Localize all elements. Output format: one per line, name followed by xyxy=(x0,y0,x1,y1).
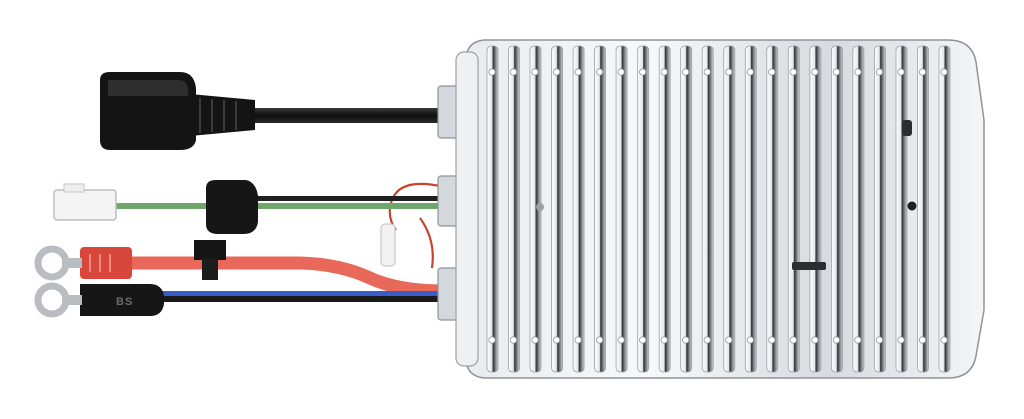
heatsink-fin xyxy=(831,45,843,373)
mounting-hole-top xyxy=(902,120,912,136)
fin-rivet-top xyxy=(531,68,539,76)
fin-rivet-top xyxy=(682,68,690,76)
fin-rivet-bottom xyxy=(703,336,711,344)
black-ring-terminal xyxy=(34,282,70,318)
red-connector-housing xyxy=(80,247,132,279)
fin-rivet-top xyxy=(509,68,518,76)
fin-rivet-bottom xyxy=(488,336,496,344)
label-slot xyxy=(792,262,826,270)
fin-rivet-bottom xyxy=(768,336,776,344)
fin-rivet-top xyxy=(574,68,582,76)
fin-rivet-bottom xyxy=(574,336,582,344)
fin-rivet-bottom xyxy=(639,336,647,344)
vent-hole xyxy=(536,203,544,211)
fin-rivet-top xyxy=(897,68,905,76)
fin-rivet-top xyxy=(918,68,927,76)
fin-rivet-bottom xyxy=(918,336,927,344)
heatsink-fin xyxy=(637,45,650,373)
ac-power-cable xyxy=(100,72,445,150)
charger-housing xyxy=(455,39,985,379)
fin-rivet-bottom xyxy=(746,336,754,344)
heatsink-fin xyxy=(572,45,585,373)
heatsink-fin xyxy=(551,45,563,373)
red-cable-clip xyxy=(194,240,226,260)
fin-rivet-bottom xyxy=(617,336,625,344)
white-connector-notch xyxy=(63,183,85,193)
fin-rivet-top xyxy=(832,68,841,76)
black-wire xyxy=(240,196,445,201)
fin-rivet-bottom xyxy=(789,336,797,344)
power-plug-highlight xyxy=(108,80,188,96)
fin-rivet-bottom xyxy=(595,336,604,344)
strain-relief-ridges xyxy=(199,98,237,133)
inline-clip xyxy=(206,180,258,234)
heatsink-fin xyxy=(852,45,865,373)
heatsink-fin xyxy=(508,45,520,373)
red-terminal-crimp xyxy=(62,258,82,268)
fin-rivet-bottom xyxy=(832,336,841,344)
fin-rivet-top xyxy=(875,68,884,76)
sense-cable xyxy=(53,180,445,234)
fin-rivet-top xyxy=(660,68,668,76)
fin-rivet-bottom xyxy=(509,336,518,344)
heatsink-fin xyxy=(486,45,499,373)
heatsink-fin xyxy=(766,45,779,373)
power-cable-strain-relief xyxy=(190,94,255,136)
heatsink-fin xyxy=(701,45,714,373)
heatsink-fin xyxy=(680,45,693,373)
fin-rivet-bottom xyxy=(660,336,668,344)
black-wire-lower xyxy=(160,296,445,302)
fin-rivet-bottom xyxy=(552,336,561,344)
housing-left-flange xyxy=(455,51,479,367)
fin-rivet-top xyxy=(940,68,948,76)
fin-rivet-top xyxy=(617,68,625,76)
fin-rivet-top xyxy=(811,68,819,76)
heatsink-fin xyxy=(744,45,757,373)
heatsink-fin xyxy=(723,45,736,373)
heatsink-fin xyxy=(917,45,929,373)
black-terminal-crimp xyxy=(62,295,82,305)
fin-rivet-bottom xyxy=(875,336,884,344)
connector-plate-label: BS xyxy=(116,296,133,308)
fin-rivet-bottom xyxy=(940,336,948,344)
heatsink-fin xyxy=(594,45,606,373)
fin-rivet-top xyxy=(639,68,647,76)
red-battery-cable xyxy=(34,240,452,298)
heatsink-fin xyxy=(615,45,628,373)
fin-rivet-top xyxy=(746,68,754,76)
fin-rivet-bottom xyxy=(897,336,905,344)
white-connector xyxy=(53,189,117,221)
fin-rivet-bottom xyxy=(682,336,690,344)
heatsink-fin xyxy=(938,45,951,373)
black-battery-cable: BS xyxy=(34,282,445,318)
fin-rivet-bottom xyxy=(531,336,539,344)
black-connector-housing xyxy=(80,284,164,316)
red-cable-wire xyxy=(123,256,452,298)
heatsink-fin xyxy=(895,45,908,373)
blue-wire xyxy=(160,291,445,297)
fin-rivet-top xyxy=(768,68,776,76)
heatsink-fin xyxy=(874,45,886,373)
fin-rivet-bottom xyxy=(854,336,862,344)
inline-fuse xyxy=(380,223,396,267)
fin-rivet-top xyxy=(488,68,496,76)
heatsink-fin xyxy=(809,45,822,373)
red-cable-clip-tab xyxy=(202,258,218,280)
heatsink-fin xyxy=(658,45,671,373)
power-cable-wire xyxy=(240,108,445,123)
fin-rivet-top xyxy=(854,68,862,76)
fin-rivet-bottom xyxy=(725,336,733,344)
fin-rivet-top xyxy=(703,68,711,76)
fin-rivet-top xyxy=(552,68,561,76)
fin-rivet-top xyxy=(789,68,797,76)
fin-rivet-bottom xyxy=(811,336,819,344)
heatsink-fins xyxy=(486,45,951,373)
red-ring-terminal xyxy=(34,245,70,281)
green-wire xyxy=(110,203,445,209)
fin-rivet-top xyxy=(725,68,733,76)
fin-rivet-top xyxy=(595,68,604,76)
heatsink-fin xyxy=(787,45,800,373)
mounting-hole-right xyxy=(907,201,917,211)
